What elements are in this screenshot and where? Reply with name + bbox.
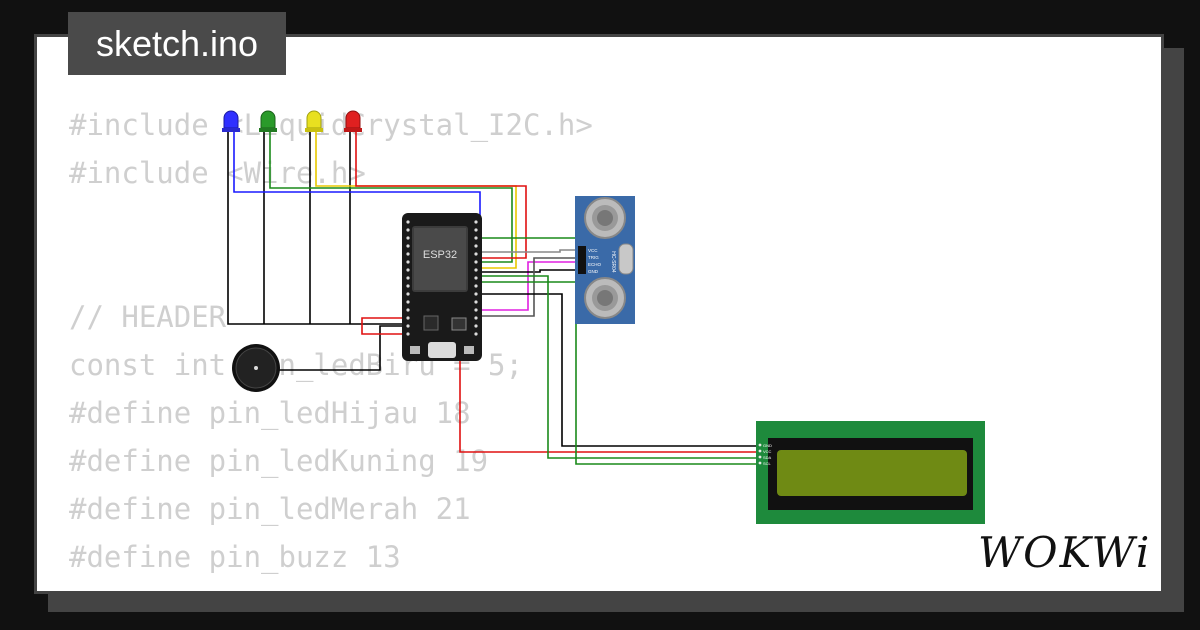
- wire-red: [355, 130, 527, 259]
- wire-ground: [227, 130, 380, 325]
- wire-buzzer: [262, 325, 402, 371]
- esp32-label: ESP32: [423, 249, 457, 261]
- code-line: #define pin_ledMerah 21: [69, 492, 471, 526]
- lcd-pin-label: GND: [763, 443, 772, 448]
- led-red-icon: [344, 110, 362, 132]
- wokwi-logo: WOKWi: [978, 528, 1152, 577]
- sensor-pin-label: GND: [588, 269, 599, 274]
- lcd-pin-label: SDA: [763, 455, 772, 460]
- led-yellow-icon: [305, 110, 323, 132]
- wires: [227, 130, 760, 465]
- ultrasonic-sensor: VCC TRIG ECHO GND HC-SR04: [575, 196, 635, 324]
- sensor-model-label: HC-SR04: [610, 251, 616, 273]
- wire-sensor-gnd: [482, 269, 578, 273]
- code-line: #define pin_buzz 13: [69, 540, 401, 574]
- buzzer-icon: [232, 344, 280, 392]
- project-title: sketch.ino: [68, 12, 286, 75]
- lcd-pin-label: SCL: [763, 461, 772, 466]
- code-line: #include <Wire.h>: [69, 156, 366, 190]
- sensor-pin-label: TRIG: [588, 255, 599, 260]
- sensor-pin-label: VCC: [588, 248, 598, 253]
- circuit-diagram: ESP32 VCC TRIG: [222, 110, 985, 524]
- code-line: #define pin_ledKuning 19: [69, 444, 489, 478]
- wire-green: [269, 130, 513, 263]
- esp32-board: ESP32: [402, 213, 482, 361]
- wire-sensor: [482, 257, 578, 317]
- wire-sensor-echo: [482, 261, 578, 311]
- code-line: #define pin_ledHijau 18: [69, 396, 471, 430]
- code-line: // HEADER: [69, 300, 227, 334]
- lcd-display: GND VCC SDA SCL: [756, 421, 985, 524]
- wire-lcd-scl: [482, 281, 760, 465]
- code-background: #include <LiquidCrystal_I2C.h> #include <…: [69, 101, 593, 591]
- led-blue-icon: [222, 110, 240, 132]
- sensor-pin-label: ECHO: [588, 262, 602, 267]
- wire-lcd-sda: [482, 275, 760, 459]
- led-green-icon: [259, 110, 277, 132]
- code-line: #define trig 17: [69, 581, 593, 591]
- lcd-pin-label: VCC: [763, 449, 772, 454]
- wire-lcd-gnd: [482, 293, 760, 447]
- wire-sensor-trig: [482, 249, 578, 253]
- code-line: #include <LiquidCrystal_I2C.h>: [69, 108, 593, 142]
